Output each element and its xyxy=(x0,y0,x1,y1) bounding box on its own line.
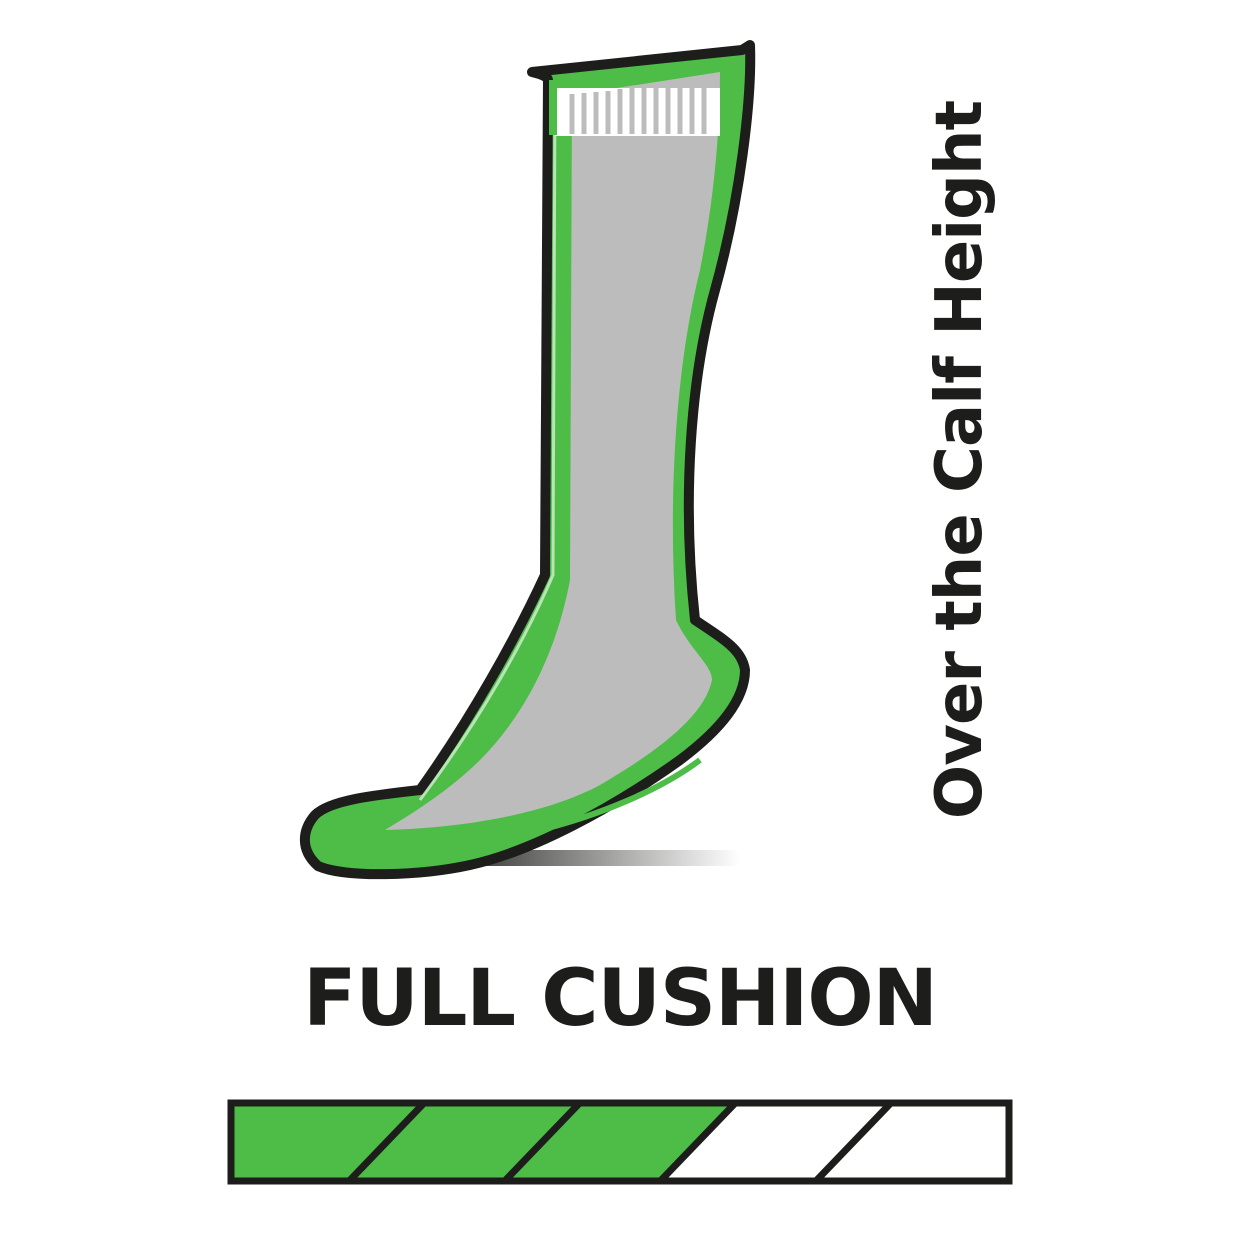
cushion-meter-divider xyxy=(657,1103,738,1181)
cushion-meter-divider xyxy=(813,1103,894,1181)
sock-shadow xyxy=(460,850,740,866)
sock-sole-cushion xyxy=(329,757,702,848)
sock-trim-line xyxy=(418,89,557,801)
cushion-title: FULL CUSHION xyxy=(303,954,938,1044)
cushion-meter-divider xyxy=(502,1103,583,1181)
cushion-meter-divider xyxy=(346,1103,427,1181)
cushion-meter-fill xyxy=(231,1103,736,1181)
sock-inner xyxy=(385,72,720,830)
sock-cuff-ribbing xyxy=(549,60,732,136)
cushion-meter-outline xyxy=(227,1099,1013,1185)
